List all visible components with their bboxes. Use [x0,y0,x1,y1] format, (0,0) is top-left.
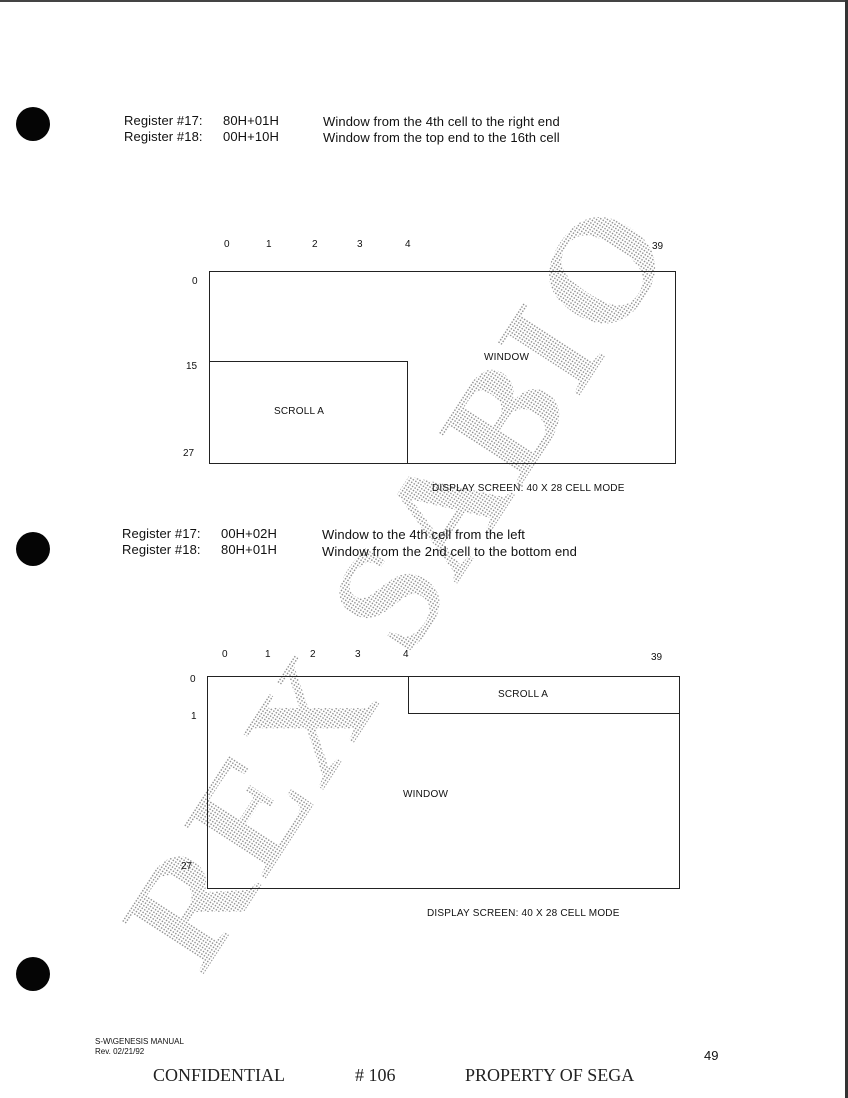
column-tick: 2 [310,649,316,660]
column-tick: 4 [405,239,411,250]
row-tick: 1 [191,711,197,722]
column-tick: 39 [652,241,664,252]
register-description: Window from the 2nd cell to the bottom e… [322,544,577,559]
scroll-a-label: SCROLL A [498,689,549,700]
window-label: WINDOW [484,352,530,363]
binder-hole-middle [16,532,50,566]
document-number: # 106 [355,1065,396,1085]
scroll-a-region [408,676,680,714]
row-tick: 27 [181,861,193,872]
column-tick: 1 [266,239,272,250]
column-tick: 3 [357,239,363,250]
register-value: 80H+01H [223,113,279,128]
register-description: Window from the 4th cell to the right en… [323,114,560,129]
register-description: Window from the top end to the 16th cell [323,130,560,145]
row-tick: 0 [190,674,196,685]
scan-right-edge [845,0,848,1098]
register-name: Register #17: [124,113,203,128]
register-value: 80H+01H [221,542,277,557]
register-line: Register #18: [124,129,203,145]
register-value: 00H+02H [221,526,277,541]
diagram-caption: DISPLAY SCREEN: 40 X 28 CELL MODE [432,483,625,494]
column-tick: 0 [222,649,228,660]
column-tick: 39 [651,652,663,663]
confidential-stamp: CONFIDENTIAL [153,1065,285,1085]
scroll-a-label: SCROLL A [274,406,325,417]
register-value: 00H+10H [223,129,279,144]
register-line: Register #17: [122,526,201,542]
row-tick: 0 [192,276,198,287]
page-number: 49 [704,1048,719,1063]
diagram-caption: DISPLAY SCREEN: 40 X 28 CELL MODE [427,908,620,919]
column-tick: 1 [265,649,271,660]
register-line: Register #17: [124,113,203,129]
register-name: Register #18: [122,542,201,557]
column-tick: 4 [403,649,409,660]
register-line: Register #18: [122,542,201,558]
register-name: Register #17: [122,526,201,541]
manual-name: S-W\GENESIS MANUAL [95,1037,184,1046]
row-tick: 15 [186,361,198,372]
row-tick: 27 [183,448,195,459]
window-label: WINDOW [403,789,449,800]
register-description: Window to the 4th cell from the left [322,527,526,542]
column-tick: 3 [355,649,361,660]
column-tick: 0 [224,239,230,250]
property-notice: PROPERTY OF SEGA [465,1065,635,1085]
binder-hole-top [16,107,50,141]
column-tick: 2 [312,239,318,250]
revision-date: Rev. 02/21/92 [95,1047,145,1056]
binder-hole-bottom [16,957,50,991]
scan-top-edge [0,0,848,2]
register-name: Register #18: [124,129,203,144]
scroll-a-region [209,361,408,464]
